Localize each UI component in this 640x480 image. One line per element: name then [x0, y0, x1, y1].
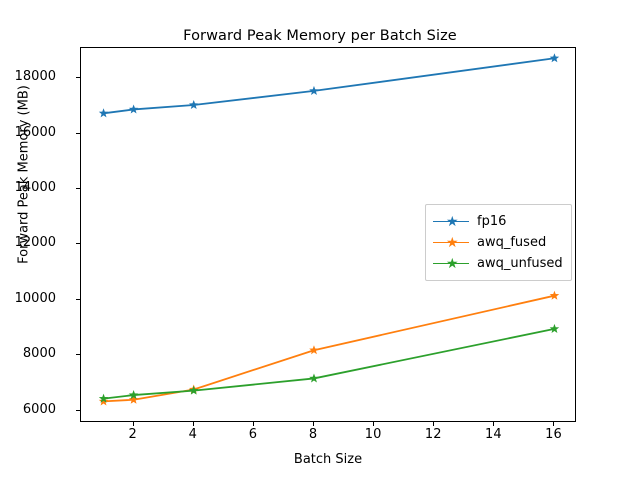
series-fp16: [98, 53, 560, 118]
series-awq_unfused: [98, 323, 560, 403]
y-tick-label: 18000: [14, 69, 56, 85]
plot-lines: [98, 53, 560, 406]
data-point-marker: [128, 390, 139, 400]
y-tick-label: 12000: [14, 235, 56, 251]
y-tick-label: 10000: [14, 290, 56, 306]
x-tick-mark: [312, 422, 314, 426]
data-point-marker: [98, 108, 109, 118]
x-tick-mark: [433, 422, 435, 426]
data-point-marker: [98, 396, 109, 406]
series-awq_fused: [98, 290, 560, 406]
data-point-marker: [128, 394, 139, 404]
series-line: [103, 57, 555, 115]
chart-legend: ★ fp16 ★ awq_fused ★ awq_unfused: [425, 204, 572, 281]
y-tick-mark: [76, 409, 80, 411]
x-tick-mark: [132, 422, 134, 426]
x-axis-label: Batch Size: [293, 452, 363, 467]
y-tick-mark: [76, 354, 80, 356]
x-tick-mark: [493, 422, 495, 426]
y-tick-label: 14000: [14, 180, 56, 196]
y-tick-mark: [76, 77, 80, 79]
legend-swatch-icon: ★: [433, 257, 469, 271]
y-tick-mark: [76, 132, 80, 134]
x-tick-mark: [252, 422, 254, 426]
x-tick-label: 12: [424, 427, 442, 442]
series-line: [103, 294, 555, 403]
data-point-marker: [98, 393, 109, 403]
x-tick-mark: [192, 422, 194, 426]
y-tick-label: 16000: [14, 124, 56, 140]
legend-item-fp16[interactable]: ★ fp16: [433, 211, 563, 232]
data-point-marker: [309, 85, 319, 95]
plot-area: [80, 47, 576, 422]
legend-label: awq_fused: [477, 235, 547, 250]
x-tick-label: 2: [128, 427, 137, 442]
x-tick-mark: [373, 422, 375, 426]
data-point-marker: [549, 323, 560, 333]
x-tick-label: 14: [485, 427, 502, 442]
legend-label: awq_unfused: [477, 256, 563, 271]
x-tick-label: 16: [545, 427, 562, 442]
series-line: [103, 328, 555, 400]
legend-item-awq_unfused[interactable]: ★ awq_unfused: [433, 253, 563, 274]
data-point-marker: [188, 100, 199, 110]
data-point-marker: [309, 373, 319, 383]
y-tick-label: 8000: [22, 346, 56, 362]
y-tick-mark: [76, 188, 80, 190]
data-point-marker: [188, 385, 199, 395]
legend-item-awq_fused[interactable]: ★ awq_fused: [433, 232, 563, 253]
x-tick-label: 8: [308, 427, 318, 442]
y-tick-mark: [76, 298, 80, 300]
data-point-marker: [128, 104, 139, 114]
legend-label: fp16: [477, 214, 507, 229]
data-point-marker: [549, 290, 560, 300]
y-tick-mark: [76, 243, 80, 245]
x-tick-label: 10: [364, 427, 382, 442]
chart-title: Forward Peak Memory per Batch Size: [183, 28, 457, 44]
data-point-marker: [549, 53, 560, 63]
legend-swatch-icon: ★: [433, 236, 469, 250]
data-point-marker: [309, 345, 319, 355]
x-tick-label: 6: [248, 427, 257, 442]
legend-swatch-icon: ★: [433, 215, 469, 229]
y-tick-label: 6000: [22, 401, 56, 417]
x-tick-mark: [553, 422, 555, 426]
x-tick-label: 4: [188, 427, 197, 442]
